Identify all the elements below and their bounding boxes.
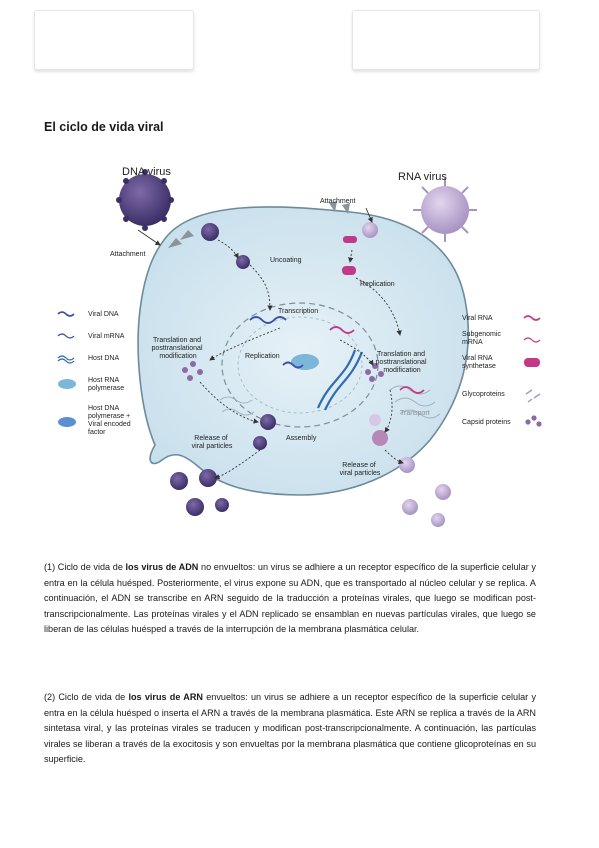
transport-label: Transport (400, 410, 430, 417)
host-dna-icon (57, 355, 75, 364)
capsid-protein-icon (525, 415, 542, 427)
dna-virus-icon (119, 174, 171, 226)
paragraph-dna-virus: (1) Ciclo de vida de los virus de ADN no… (44, 562, 536, 635)
rna-virus-label: RNA virus (398, 171, 447, 183)
svg-text:Viral RNA: Viral RNA (462, 315, 493, 322)
nucleus (221, 302, 379, 428)
dna-virus-attaching (201, 223, 219, 241)
header-box-left (34, 10, 194, 70)
rna-virus-icon (421, 186, 469, 234)
glycoprotein-icon (525, 389, 541, 403)
release-right-label: Release of viral particles (340, 462, 381, 477)
translation-left-label: Translation and posttranslational modifi… (152, 337, 205, 360)
subgenomic-mrna-icon (523, 337, 541, 343)
svg-text:Host DNA: Host DNA (88, 355, 119, 362)
svg-text:Viral DNA: Viral DNA (88, 311, 119, 318)
replication-center-label: Replication (245, 353, 280, 360)
rna-virus-attaching (362, 222, 378, 238)
released-rna-viruses (399, 457, 451, 527)
host-rna-polymerase-icon (58, 379, 76, 389)
transcription-label: Transcription (278, 308, 318, 315)
attachment-right-label: Attachment (320, 198, 355, 205)
host-cell (137, 206, 470, 496)
svg-text:Viral mRNA: Viral mRNA (88, 333, 125, 340)
viral-mrna-icon (57, 333, 75, 339)
rna-entry (343, 236, 357, 243)
svg-text:Capsid proteins: Capsid proteins (462, 419, 511, 426)
assembly-label: Assembly (286, 435, 317, 442)
viral-dna-icon (57, 311, 75, 317)
header-box-right (352, 10, 540, 70)
rna-synthetase (342, 266, 356, 275)
dna-virus-uncoating (236, 255, 250, 269)
host-dna-polymerase-icon (58, 417, 76, 427)
paragraph-rna-virus: (2) Ciclo de vida de los virus de ARN en… (44, 692, 536, 765)
viral-rna-synthetase-icon (524, 358, 540, 367)
attachment-left-label: Attachment (110, 251, 145, 258)
uncoating-label: Uncoating (270, 257, 302, 264)
page-title: El ciclo de vida viral (44, 120, 164, 134)
dna-virus-label: DNA virus (122, 166, 171, 178)
translation-right-label: Translation and posttranslational modifi… (376, 351, 429, 374)
released-dna-viruses (170, 469, 229, 516)
viral-life-cycle-diagram: DNA virus RNA virus (57, 166, 542, 527)
replication-right-label: Replication (360, 281, 395, 288)
svg-text:Glycoproteins: Glycoproteins (462, 391, 505, 398)
viral-rna-icon (523, 315, 541, 321)
membrane-receptors (168, 201, 350, 248)
release-left-label: Release of viral particles (192, 435, 233, 450)
